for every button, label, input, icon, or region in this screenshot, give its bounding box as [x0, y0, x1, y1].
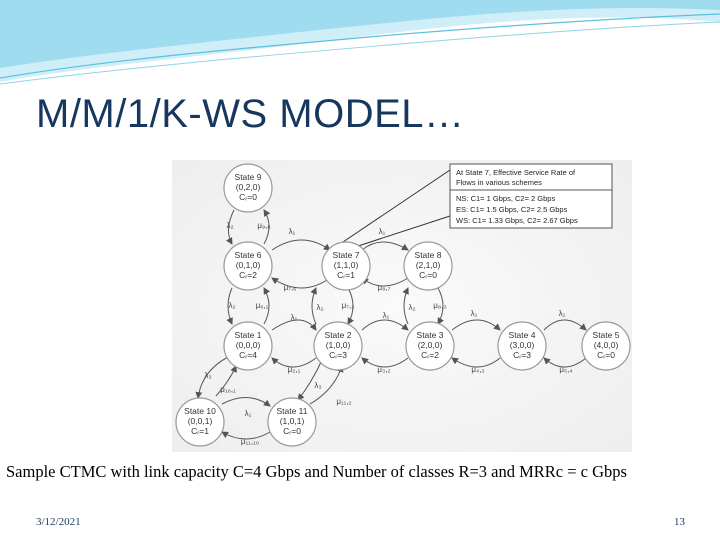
state-capacity: Cᵣ=2 [421, 350, 439, 360]
edge-label-l-7-8-a: λ₁ [379, 227, 386, 236]
slide-title: M/M/1/K-WS MODEL… [36, 92, 465, 136]
state-node-4: State 4(3,0,0)Cᵣ=3 [497, 321, 547, 371]
edge-label-l-7-2-b: λ₂ [316, 303, 323, 312]
state-node-11: State 11(1,0,1)Cᵣ=0 [267, 397, 317, 447]
state-name: State 2 [325, 330, 352, 340]
state-capacity: Cᵣ=1 [337, 270, 355, 280]
state-tuple: (0,0,0) [236, 340, 261, 350]
header-wave-decoration [0, 0, 720, 85]
state-circle [405, 321, 455, 371]
state-circle [175, 397, 225, 447]
edge-labels: λ₂ μ₉,₆ λ₁ μ₇,₆ λ₁ μ₈,₇ λ₂ μ₆,₁ λ₁ λ₂ μ₇,₂ λ₁ λ₂ μ₈,₃… [204, 221, 572, 446]
page-number: 13 [674, 516, 685, 528]
state-name: State 5 [593, 330, 620, 340]
edge-label-l-6-7-a: λ₁ [289, 227, 296, 236]
state-node-3: State 3(2,0,0)Cᵣ=2 [405, 321, 455, 371]
state-node-8: State 8(2,1,0)Cᵣ=0 [403, 241, 453, 291]
edge-label-l-7-2-c: μ₇,₂ [342, 301, 355, 310]
edge-label-l-3-4-a: λ₁ [471, 309, 478, 318]
state-name: State 1 [235, 330, 262, 340]
state-name: State 6 [235, 250, 262, 260]
state-node-7: State 7(1,1,0)Cᵣ=1 [321, 241, 371, 291]
edge-label-l-6-7-b: μ₇,₆ [284, 283, 297, 292]
state-capacity: Cᵣ=2 [239, 270, 257, 280]
state-node-5: State 5(4,0,0)Cᵣ=0 [581, 321, 631, 371]
edge-label-l-4-5-a: λ₁ [559, 309, 566, 318]
ctmc-diagram: At State 7, Effective Service Rate of Fl… [172, 160, 632, 452]
edge-label-l-8-3-b: λ₂ [408, 303, 415, 312]
state-circle [223, 321, 273, 371]
edge-label-l-10-11-b: μ₁₁,₁₀ [241, 437, 259, 446]
state-tuple: (0,1,0) [236, 260, 261, 270]
info-box-line-es: ES: C1= 1.5 Gbps, C2= 2.5 Gbps [456, 205, 568, 214]
edges [195, 169, 587, 440]
state-circle [223, 163, 273, 213]
state-capacity: Cᵣ=0 [239, 192, 257, 202]
effective-service-rate-box: At State 7, Effective Service Rate of Fl… [449, 163, 613, 229]
edge-label-l-1-10-a: λ₃ [204, 371, 211, 380]
state-name: State 3 [417, 330, 444, 340]
edge-label-l-2-11-a: λ₃ [314, 381, 321, 390]
state-circle [497, 321, 547, 371]
state-node-6: State 6(0,1,0)Cᵣ=2 [223, 241, 273, 291]
state-name: State 10 [184, 406, 216, 416]
state-tuple: (0,2,0) [236, 182, 261, 192]
state-capacity: Cᵣ=3 [329, 350, 347, 360]
state-capacity: Cᵣ=1 [191, 426, 209, 436]
edge-label-l-7-8-b: μ₈,₇ [378, 283, 391, 292]
edge-label-l-1-2-b: μ₂,₁ [288, 365, 301, 374]
state-node-2: State 2(1,0,0)Cᵣ=3 [313, 321, 363, 371]
edge-label-l-9-6-a: λ₂ [226, 221, 233, 230]
state-circle [403, 241, 453, 291]
edge-label-l-8-3-a: λ₁ [383, 311, 390, 320]
slide-date: 3/12/2021 [36, 516, 81, 528]
state-name: State 9 [235, 172, 262, 182]
state-name: State 7 [333, 250, 360, 260]
state-circle [313, 321, 363, 371]
state-circle [223, 241, 273, 291]
info-box-line-ns: NS: C1= 1 Gbps, C2= 2 Gbps [456, 194, 555, 203]
state-circle [267, 397, 317, 447]
edge-label-l-6-1-a: λ₂ [228, 301, 235, 310]
edge-label-l-1-10-b: μ₁₀,₁ [220, 385, 236, 394]
edge-label-l-6-1-b: μ₆,₁ [256, 301, 269, 310]
edge-label-l-2-3-b: μ₃,₂ [377, 365, 390, 374]
state-name: State 4 [509, 330, 536, 340]
state-tuple: (1,0,1) [280, 416, 305, 426]
state-tuple: (1,1,0) [334, 260, 359, 270]
edge-label-l-8-3-c: μ₈,₃ [433, 301, 446, 310]
edge-label-l-10-11-a: λ₁ [245, 409, 252, 418]
info-box-title-line1: At State 7, Effective Service Rate of [456, 168, 576, 177]
edge-label-l-3-4-b: μ₄,₃ [471, 365, 484, 374]
state-capacity: Cᵣ=0 [419, 270, 437, 280]
edge-label-l-2-11-b: μ₁₁,₂ [336, 397, 351, 406]
state-circle [581, 321, 631, 371]
info-box-line-ws: WS: C1= 1.33 Gbps, C2= 2.67 Gbps [456, 216, 578, 225]
state-tuple: (3,0,0) [510, 340, 535, 350]
state-capacity: Cᵣ=3 [513, 350, 531, 360]
state-tuple: (0,0,1) [188, 416, 213, 426]
state-node-9: State 9(0,2,0)Cᵣ=0 [223, 163, 273, 213]
state-name: State 11 [276, 406, 307, 416]
state-capacity: Cᵣ=4 [239, 350, 257, 360]
state-tuple: (4,0,0) [594, 340, 619, 350]
diagram-caption: Sample CTMC with link capacity C=4 Gbps … [6, 462, 627, 481]
state-circle [321, 241, 371, 291]
edge-label-l-7-2-a: λ₁ [291, 313, 298, 322]
state-node-1: State 1(0,0,0)Cᵣ=4 [223, 321, 273, 371]
state-capacity: Cᵣ=0 [283, 426, 301, 436]
state-tuple: (2,0,0) [418, 340, 443, 350]
state-name: State 8 [415, 250, 442, 260]
edge-label-l-4-5-b: μ₅,₄ [559, 365, 572, 374]
state-node-10: State 10(0,0,1)Cᵣ=1 [175, 397, 225, 447]
state-tuple: (2,1,0) [416, 260, 441, 270]
state-capacity: Cᵣ=0 [597, 350, 615, 360]
state-tuple: (1,0,0) [326, 340, 351, 350]
info-box-title-line2: Flows in various schemes [456, 178, 542, 187]
edge-label-l-9-6-b: μ₉,₆ [257, 221, 270, 230]
